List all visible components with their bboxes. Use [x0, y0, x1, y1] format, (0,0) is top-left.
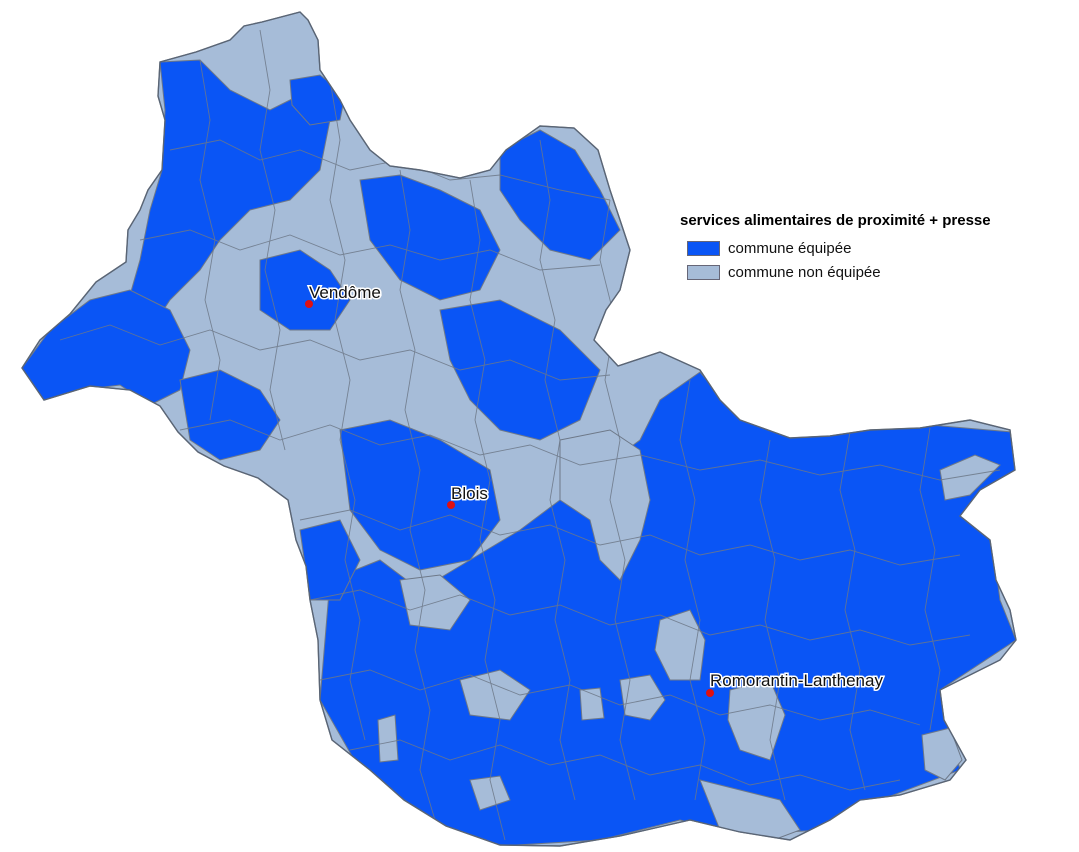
legend-swatch-not-equipped [687, 264, 720, 280]
commune-non-equipped-5 [459, 669, 531, 721]
commune-non-equipped-11 [579, 687, 605, 721]
department-outline [21, 11, 1017, 847]
commune-equipped-northeast [499, 129, 621, 261]
legend-label-not-equipped: commune non équipée [728, 263, 881, 281]
commune-equipped-vendome [259, 249, 351, 331]
city-label-romorantin: Romorantin-Lanthenay [710, 671, 883, 690]
city-label-blois: Blois [451, 484, 488, 503]
city-marker-romorantin [706, 689, 714, 697]
commune-equipped-nw [119, 59, 331, 331]
commune-boundaries [59, 29, 1001, 841]
city-blois: Blois [447, 483, 489, 509]
city-marker-vendome [305, 300, 313, 308]
city-marker-blois [447, 501, 455, 509]
commune-equipped-west-center [179, 369, 281, 461]
commune-equipped-blois [339, 419, 501, 571]
legend-label-equipped: commune équipée [728, 239, 852, 257]
commune-non-equipped-8 [921, 727, 963, 781]
legend-swatch-equipped [687, 240, 720, 256]
commune-non-equipped-12 [377, 714, 399, 763]
legend-item-not-equipped: commune non équipée [680, 261, 1075, 283]
legend-item-equipped: commune équipée [680, 237, 1075, 259]
commune-non-equipped-6 [619, 674, 666, 721]
commune-non-equipped-7 [939, 454, 1001, 501]
city-vendome: Vendôme [305, 282, 382, 308]
legend-title: services alimentaires de proximité + pre… [680, 212, 991, 229]
map-legend: services alimentaires de proximité + pre… [680, 212, 1075, 285]
commune-non-equipped-1 [559, 429, 651, 581]
commune-equipped-center-north [359, 174, 501, 301]
city-label-vendome: Vendôme [309, 283, 381, 302]
city-romorantin-lanthenay: Romorantin-Lanthenay [706, 670, 885, 697]
commune-equipped-center [439, 299, 601, 441]
commune-non-equipped-3 [727, 679, 786, 761]
